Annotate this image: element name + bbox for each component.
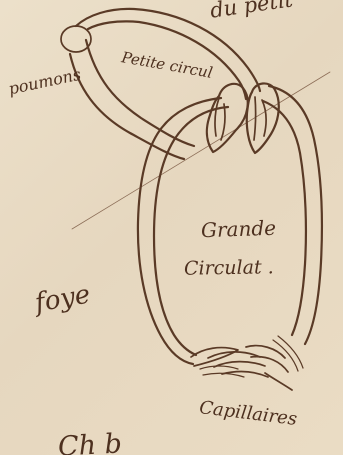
lung-loop xyxy=(61,26,91,52)
systemic-outer-right-vessel xyxy=(269,86,322,344)
systemic-circuit-label-line2: Circulat . xyxy=(184,258,274,279)
left-heart-chamber xyxy=(207,84,248,152)
pulmonary-arch-vessel xyxy=(76,9,260,91)
right-heart-chamber xyxy=(247,83,279,153)
capillary-bed-right-loops xyxy=(246,346,292,390)
systemic-circuit-label-line1: Grande xyxy=(201,218,277,241)
right-heart-inner-detail xyxy=(254,97,266,140)
bottom-fragment-label: Ch b xyxy=(57,430,122,455)
capillary-bed-left-loop xyxy=(191,348,238,366)
left-heart-inner-detail xyxy=(215,98,225,140)
